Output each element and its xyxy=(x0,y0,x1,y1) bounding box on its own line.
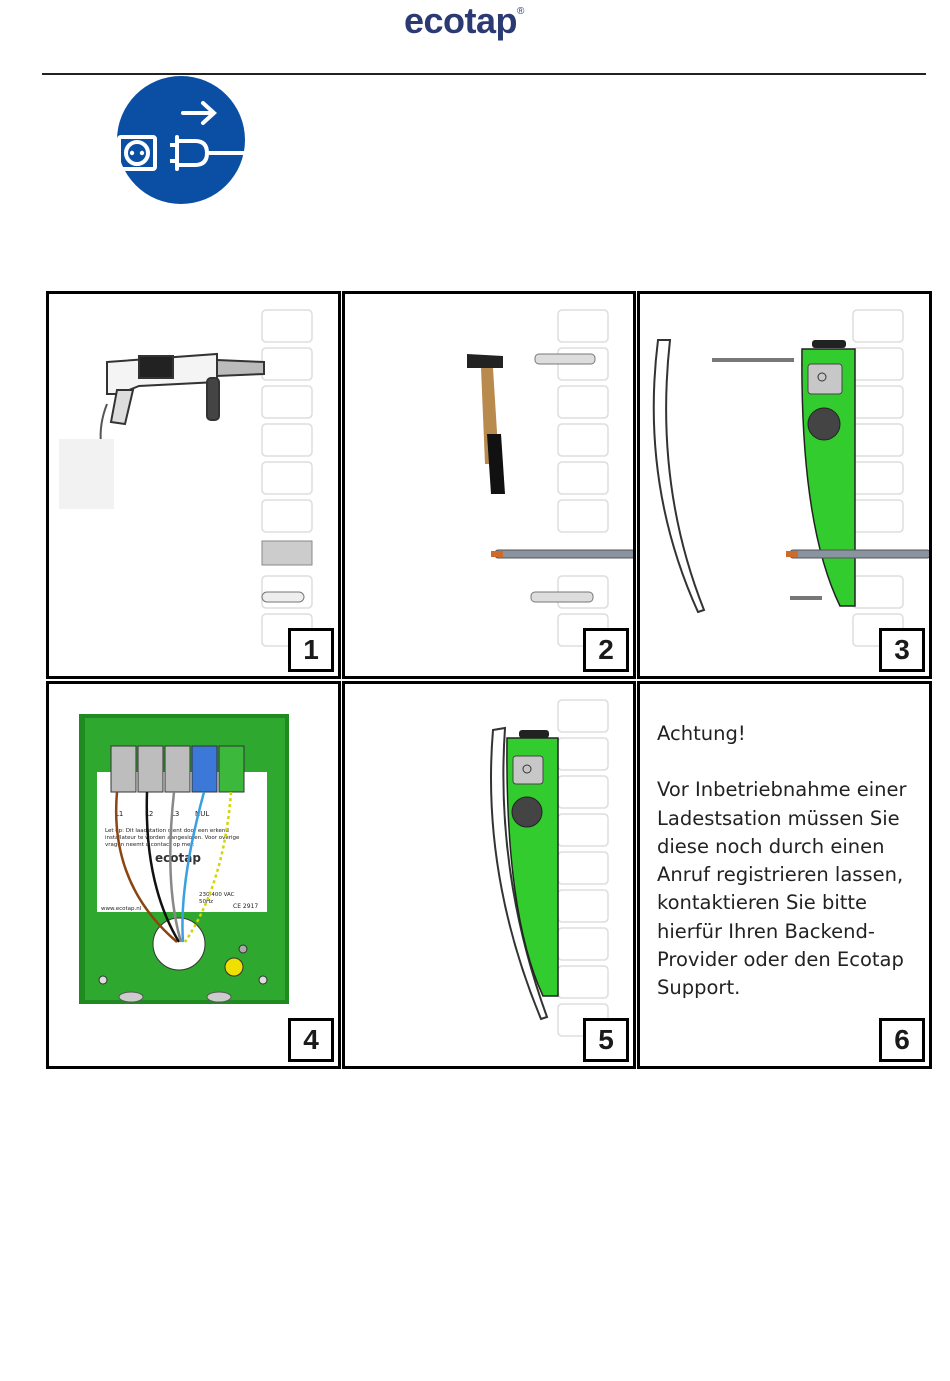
step-number: 4 xyxy=(288,1018,334,1062)
step-number: 1 xyxy=(288,628,334,672)
hammer-icon xyxy=(467,309,633,647)
ecotap-logo: ecotap® xyxy=(404,0,549,44)
step-panel-3: 3 xyxy=(637,291,932,679)
notice-heading: Achtung! xyxy=(657,722,746,745)
step-panel-1: 1 xyxy=(46,291,341,679)
registration-notice: Achtung! Vor Inbetriebnahme einer Ladest… xyxy=(657,720,927,1003)
label-voltage: 230/400 VAC xyxy=(199,892,235,898)
terminal-l1: L1 xyxy=(115,810,123,818)
label-website: www.ecotap.nl xyxy=(101,906,142,912)
step-panel-4: L1 L2 L3 NUL Let op: Dit laadstation die… xyxy=(46,681,341,1069)
terminal-nul: NUL xyxy=(195,810,209,818)
label-frequency: 50Hz xyxy=(199,899,213,905)
wiring-terminal-icon: L1 L2 L3 NUL Let op: Dit laadstation die… xyxy=(79,714,289,1004)
step-number: 5 xyxy=(583,1018,629,1062)
label-ce: CE 2917 xyxy=(233,903,258,910)
step-number: 3 xyxy=(879,628,925,672)
label-line-1: Let op: Dit laadstation dient door een e… xyxy=(105,828,229,834)
step-panel-5: 5 xyxy=(342,681,636,1069)
step-panel-2: 2 xyxy=(342,291,636,679)
label-brand: ecotap xyxy=(155,851,201,865)
step-panel-6: Achtung! Vor Inbetriebnahme einer Ladest… xyxy=(637,681,932,1069)
header-divider xyxy=(42,73,926,75)
terminal-l3: L3 xyxy=(171,810,179,818)
notice-body: Vor Inbetriebnahme einer Ladestsation mü… xyxy=(657,778,907,1000)
disconnect-mains-plug-icon xyxy=(117,76,245,204)
mount-housing-icon xyxy=(652,309,929,647)
drill-icon xyxy=(59,309,313,647)
step-number: 2 xyxy=(583,628,629,672)
mounted-charger-icon xyxy=(490,699,609,1037)
terminal-l2: L2 xyxy=(145,810,153,818)
registered-mark: ® xyxy=(517,6,524,17)
label-line-2: installateur te worden aangesloten. Voor… xyxy=(105,835,240,841)
logo-text: ecotap xyxy=(404,0,518,41)
step-number: 6 xyxy=(879,1018,925,1062)
